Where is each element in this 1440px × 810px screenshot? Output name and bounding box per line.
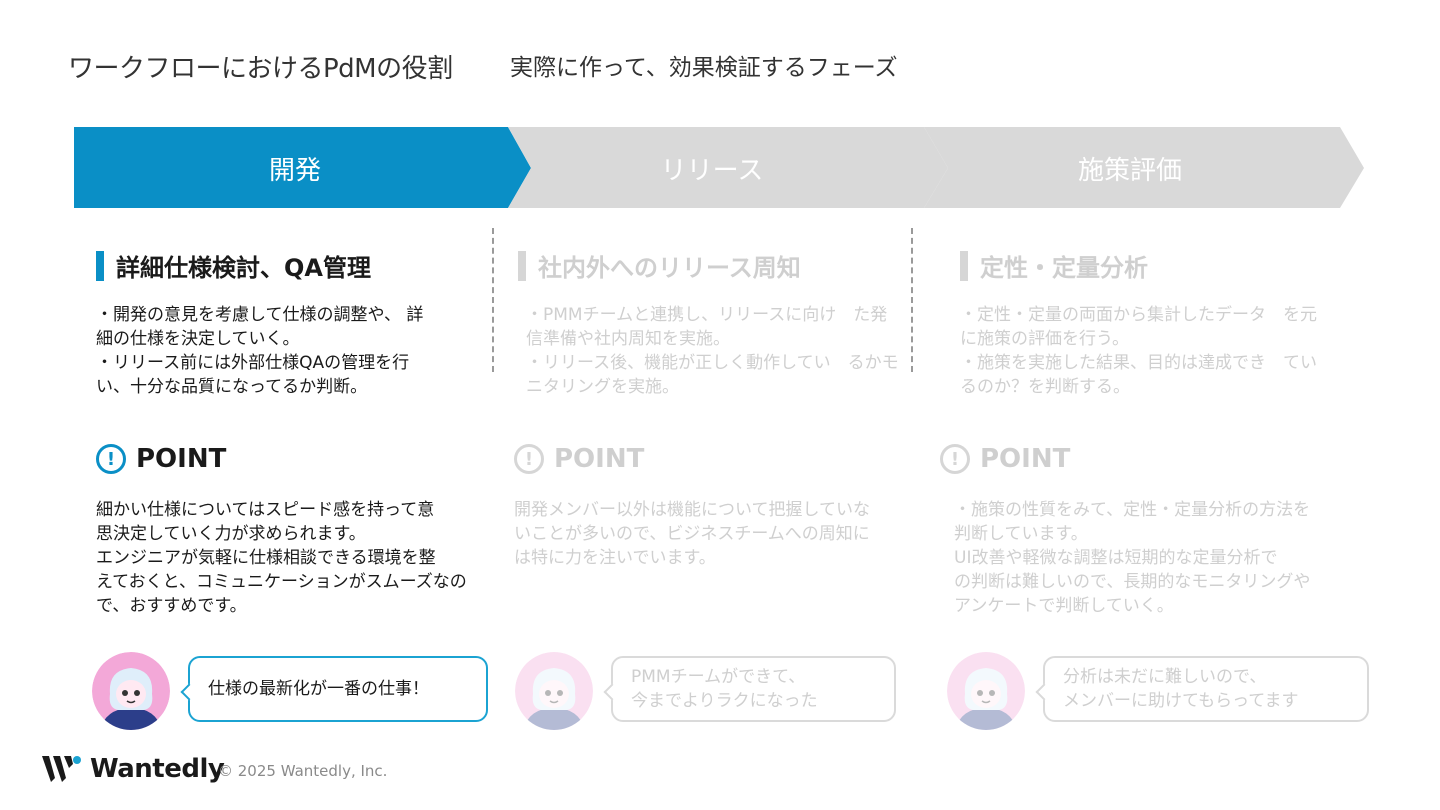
point-text: 開発メンバー以外は機能について把握していな いことが多いので、ビジネスチームへの… (514, 500, 870, 568)
page-title: ワークフローにおけるPdMの役割 (68, 54, 453, 84)
point-text: 細かい仕様についてはスピード感を持って意 思決定していく力が求められます。 エン… (96, 500, 467, 616)
point-heading: ! POINT (940, 444, 1330, 474)
section-heading-text: 社内外へのリリース周知 (538, 254, 801, 282)
point-text: ・施策の性質をみて、定性・定量分析の方法を 判断しています。 UI改善や軽微な調… (954, 500, 1311, 616)
column-divider (911, 228, 913, 372)
column-development: 詳細仕様検討、QA管理 ・開発の意見を考慮して仕様の調整や、 詳 細の仕様を決定… (96, 248, 486, 399)
point-evaluation: ! POINT ・施策の性質をみて、定性・定量分析の方法を 判断しています。 U… (940, 444, 1330, 618)
speech-bubble: 分析は未だに難しいので、 メンバーに助けてもらってます (1043, 656, 1369, 722)
avatar (515, 652, 593, 730)
exclamation-circle-icon: ! (940, 444, 970, 474)
section-heading: 社内外へのリリース周知 (518, 248, 908, 283)
section-description: ・定性・定量の両面から集計したデータ を元 に施策の評価を行う。 ・施策を実施し… (960, 305, 1317, 397)
section-heading-text: 詳細仕様検討、QA管理 (116, 254, 371, 282)
point-label: POINT (980, 444, 1071, 474)
section-heading: 詳細仕様検討、QA管理 (96, 248, 486, 283)
column-divider (492, 228, 494, 372)
phase-label-development: 開発 (268, 156, 321, 186)
section-description: ・PMMチームと連携し、リリースに向け た発 信準備や社内周知を実施。 ・リリー… (526, 305, 899, 397)
point-label: POINT (136, 444, 227, 474)
section-heading: 定性・定量分析 (960, 248, 1350, 283)
section-description: ・開発の意見を考慮して仕様の調整や、 詳 細の仕様を決定していく。 ・リリース前… (96, 305, 424, 397)
wantedly-logo: Wantedly (42, 754, 225, 784)
point-heading: ! POINT (514, 444, 904, 474)
wantedly-mark-icon (42, 756, 81, 782)
wantedly-wordmark: Wantedly (90, 754, 225, 784)
page-subtitle: 実際に作って、効果検証するフェーズ (510, 55, 898, 81)
speech-bubble: 仕様の最新化が一番の仕事！ (188, 656, 488, 722)
phase-label-evaluation: 施策評価 (1077, 156, 1182, 186)
exclamation-circle-icon: ! (514, 444, 544, 474)
avatar (92, 652, 170, 730)
speech-bubble: PMMチームができて、 今までよりラクになった (611, 656, 896, 722)
avatar (947, 652, 1025, 730)
point-heading: ! POINT (96, 444, 486, 474)
heading-bar (960, 250, 968, 281)
phase-label-release: リリース (660, 156, 764, 186)
point-label: POINT (554, 444, 645, 474)
copyright: © 2025 Wantedly, Inc. (218, 762, 388, 780)
heading-bar (518, 250, 526, 281)
column-release: 社内外へのリリース周知 ・PMMチームと連携し、リリースに向け た発 信準備や社… (518, 248, 908, 399)
exclamation-circle-icon: ! (96, 444, 126, 474)
section-heading-text: 定性・定量分析 (980, 254, 1148, 282)
point-release: ! POINT 開発メンバー以外は機能について把握していな いことが多いので、ビ… (514, 444, 904, 570)
heading-bar (96, 250, 104, 281)
column-evaluation: 定性・定量分析 ・定性・定量の両面から集計したデータ を元 に施策の評価を行う。… (960, 248, 1350, 399)
point-development: ! POINT 細かい仕様についてはスピード感を持って意 思決定していく力が求め… (96, 444, 486, 618)
